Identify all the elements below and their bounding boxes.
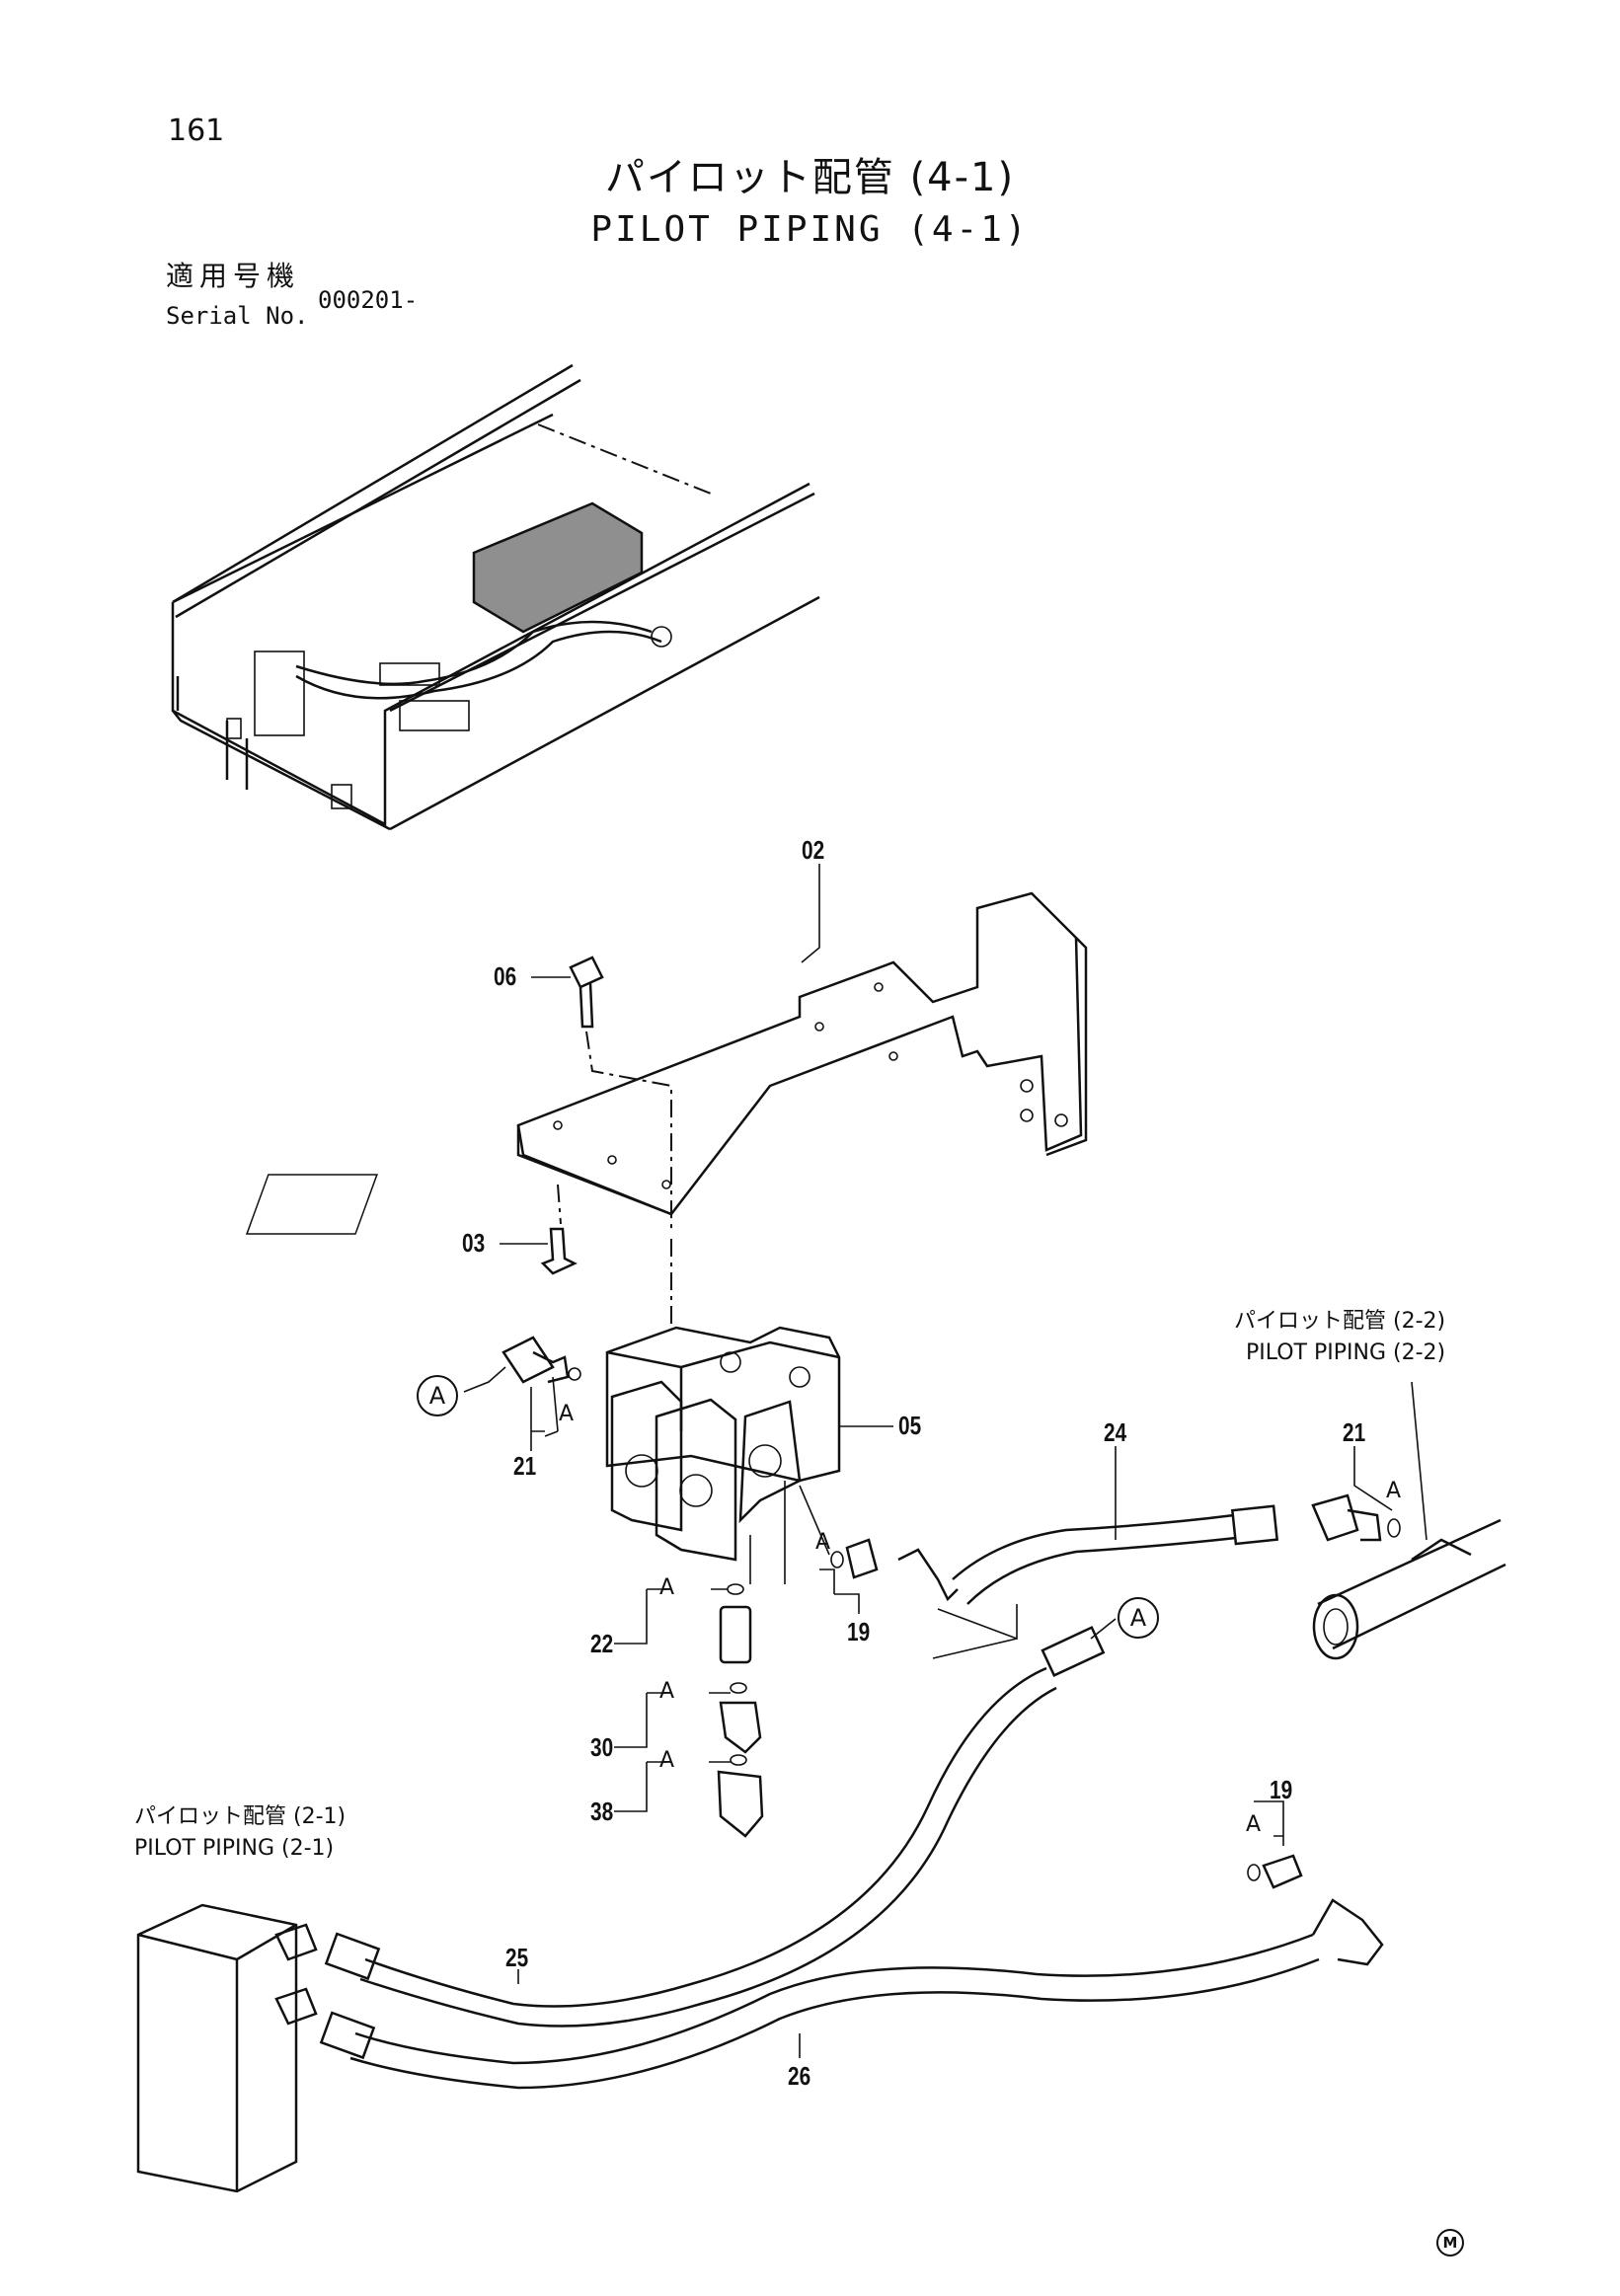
part-label-03: 03 bbox=[462, 1228, 486, 1258]
sub-mark-a-38: A bbox=[659, 1748, 675, 1773]
sub-mark-a-22: A bbox=[659, 1575, 675, 1600]
ref-pilot-piping-2-1-jp: パイロット配管 (2-1) bbox=[134, 1804, 347, 1829]
title-english: PILOT PIPING (4-1) bbox=[590, 209, 1030, 250]
page-number: 161 bbox=[168, 114, 225, 148]
bolt-06 bbox=[531, 956, 672, 1234]
bracket-plate-02 bbox=[245, 891, 1088, 1235]
part-label-19-center: 19 bbox=[847, 1617, 871, 1646]
part-label-06: 06 bbox=[494, 961, 517, 991]
coupler-upper bbox=[1041, 1626, 1106, 1678]
fitting-19-lower bbox=[1247, 1800, 1303, 1889]
sub-mark-a-19-center: A bbox=[815, 1530, 831, 1555]
hoses-25-26 bbox=[319, 1666, 1384, 2090]
part-label-26: 26 bbox=[788, 2061, 811, 2091]
serial-label-english: Serial No. bbox=[166, 302, 309, 330]
sub-mark-a-19-lower: A bbox=[1246, 1812, 1262, 1837]
elbow-fitting-21-left bbox=[463, 1336, 581, 1451]
part-label-30: 30 bbox=[590, 1732, 614, 1762]
valve-block-05 bbox=[605, 1239, 893, 1562]
part-label-21-right: 21 bbox=[1343, 1417, 1366, 1447]
cylinder-right bbox=[1312, 1381, 1506, 1660]
coupler-lower-26 bbox=[319, 2011, 376, 2060]
part-label-38: 38 bbox=[590, 1797, 614, 1826]
part-label-21-left: 21 bbox=[513, 1451, 537, 1481]
footer-circled-mark: M bbox=[1436, 2229, 1464, 2257]
bolt-03 bbox=[500, 1184, 578, 1275]
elbow-fitting-21-right bbox=[1311, 1446, 1401, 1542]
ref-pilot-piping-2-1-en: PILOT PIPING (2-1) bbox=[134, 1836, 335, 1861]
coupler-lower-25 bbox=[324, 1932, 381, 1981]
part-label-22: 22 bbox=[590, 1629, 614, 1658]
title-japanese: パイロット配管 (4-1) bbox=[604, 155, 1016, 200]
pilot-block-lower-left bbox=[136, 1903, 318, 2193]
hose-24 bbox=[897, 1446, 1279, 1659]
sub-mark-a-21-right: A bbox=[1386, 1479, 1402, 1503]
part-label-24: 24 bbox=[1104, 1417, 1127, 1447]
part-label-02: 02 bbox=[802, 835, 825, 865]
overview-frame-illustration bbox=[171, 363, 820, 831]
sub-mark-a-21-left: A bbox=[559, 1402, 575, 1426]
part-label-25: 25 bbox=[505, 1943, 529, 1972]
leader-line-02 bbox=[801, 864, 820, 963]
connector-mark-a-left: A bbox=[417, 1375, 458, 1416]
sub-fittings-22-30-38 bbox=[614, 1481, 786, 1838]
part-label-05: 05 bbox=[898, 1411, 922, 1440]
sub-mark-a-30: A bbox=[659, 1679, 675, 1704]
serial-number-value: 000201- bbox=[318, 286, 419, 314]
connector-mark-a-right: A bbox=[1118, 1597, 1159, 1639]
serial-label-japanese: 適用号機 bbox=[166, 260, 301, 292]
part-label-19-lower: 19 bbox=[1270, 1775, 1293, 1804]
fitting-19-center bbox=[799, 1485, 879, 1614]
ref-pilot-piping-2-2-en: PILOT PIPING (2-2) bbox=[1246, 1340, 1446, 1365]
ref-pilot-piping-2-2-jp: パイロット配管 (2-2) bbox=[1234, 1309, 1446, 1334]
